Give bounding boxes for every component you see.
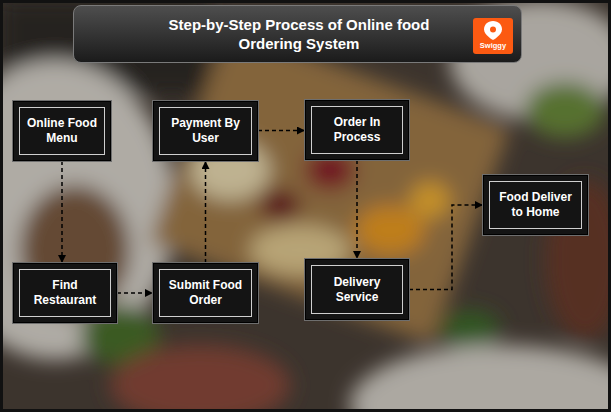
flow-arrow (258, 130, 305, 132)
box-label: Submit Food Order (163, 278, 248, 308)
box-label: Delivery Service (315, 275, 399, 305)
flow-arrow (61, 161, 63, 263)
process-box: Delivery Service (305, 259, 409, 320)
flow-arrow (409, 205, 483, 290)
flow-arrow (205, 161, 207, 263)
process-box: Find Restaurant (13, 263, 117, 323)
diagram-title: Step-by-Step Process of Online food Orde… (144, 15, 454, 54)
box-label: Payment By User (163, 116, 248, 146)
process-box: Food Deliver to Home (483, 175, 588, 235)
logo-text: Swiggy (473, 42, 513, 50)
flow-arrow (356, 160, 358, 259)
box-label: Find Restaurant (23, 278, 107, 308)
logo-square (473, 18, 513, 54)
box-label: Online Food Menu (23, 116, 101, 146)
process-box: Submit Food Order (153, 263, 258, 323)
logo-pin-hole (490, 27, 496, 33)
flow-arrow (117, 292, 153, 294)
title-banner: Step-by-Step Process of Online food Orde… (73, 5, 522, 63)
logo-pin (484, 21, 502, 40)
process-box: Online Food Menu (13, 101, 111, 161)
process-box: Order In Process (305, 100, 409, 160)
box-label: Food Deliver to Home (493, 190, 578, 220)
box-label: Order In Process (315, 115, 399, 145)
process-box: Payment By User (153, 101, 258, 161)
